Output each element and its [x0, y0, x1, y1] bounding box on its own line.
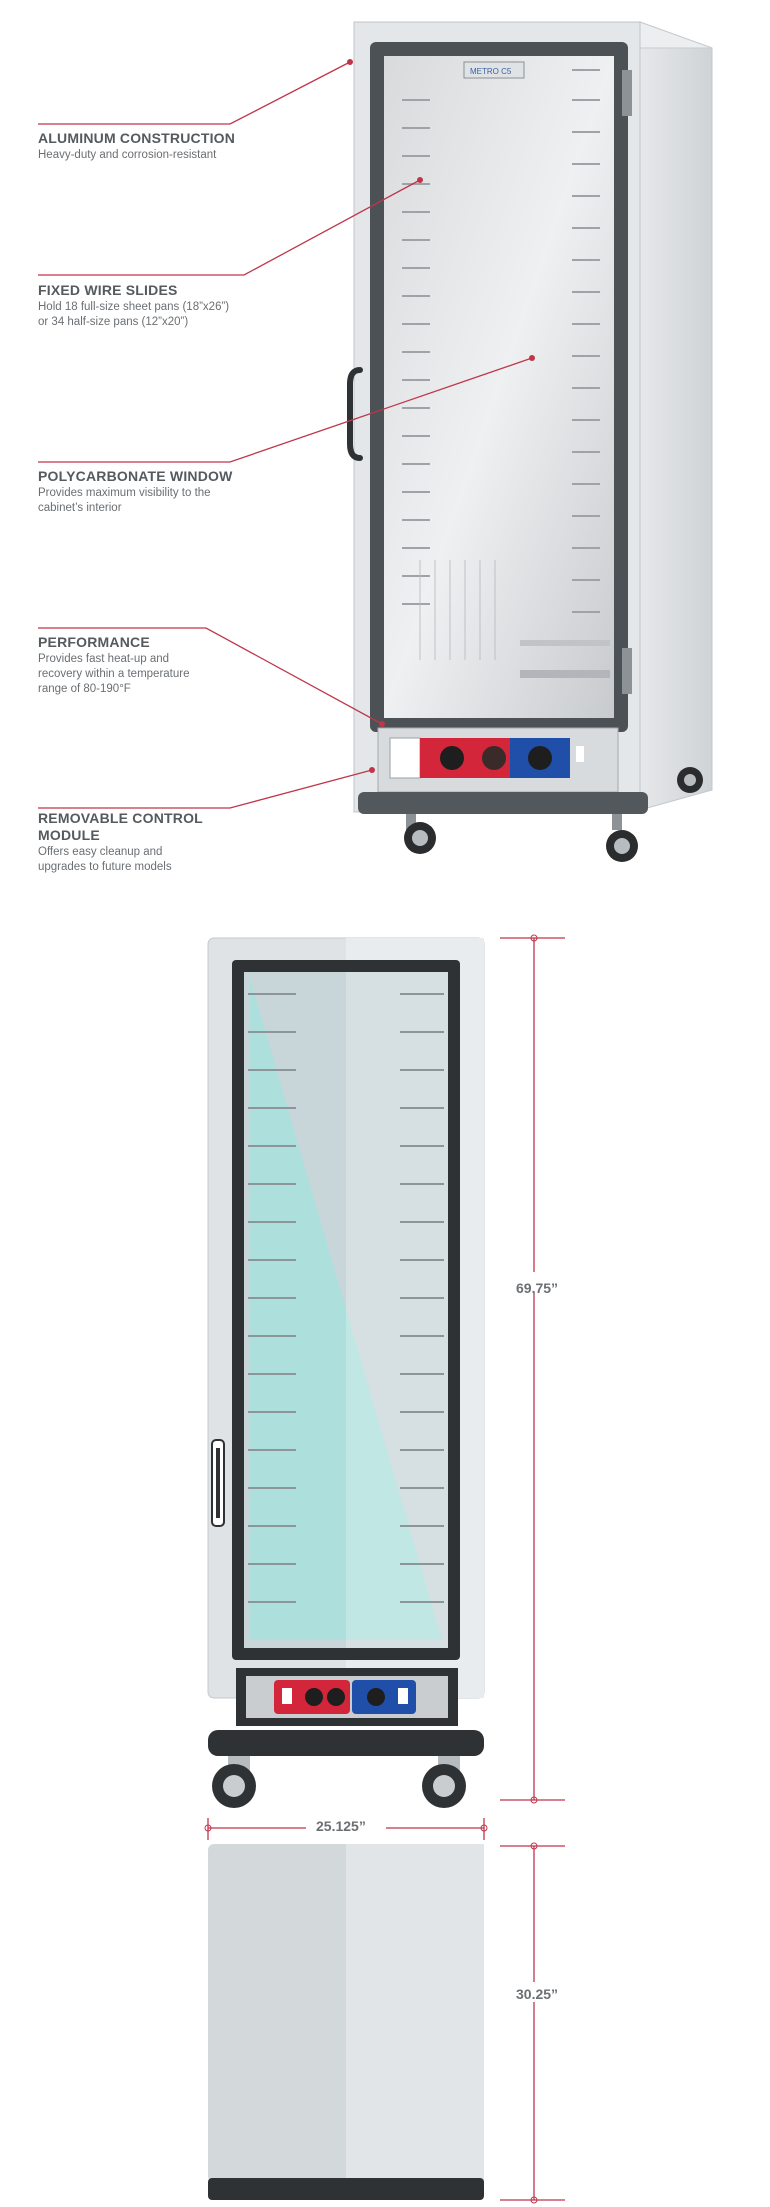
width-dimension-line [207, 1818, 485, 1840]
caster-left [404, 814, 436, 854]
feature-desc: Provides fast heat-up and [38, 653, 170, 665]
callout-dot [379, 721, 385, 727]
feature-title: FIXED WIRE SLIDES [38, 282, 178, 298]
feature-desc: recovery within a temperature [38, 668, 190, 680]
callout-dot [417, 177, 423, 183]
feature-desc: Hold 18 full-size sheet pans (18”x26”) [38, 301, 230, 313]
door-hinge-bottom [622, 648, 632, 694]
feature-desc: cabinet’s interior [38, 502, 122, 514]
callout-dot [529, 355, 535, 361]
depth-dimension-line [500, 1845, 565, 2201]
feature-removable-control-module: REMOVABLE CONTROL MODULE Offers easy cle… [38, 810, 278, 875]
callout-lines [38, 61, 533, 809]
caster-right [606, 814, 638, 862]
callout-dot [369, 767, 375, 773]
height-dimension-line [500, 937, 565, 1801]
caster-rear [677, 767, 703, 793]
feature-desc: or 34 half-size pans (12”x20”) [38, 316, 189, 328]
feature-desc: Provides maximum visibility to the [38, 487, 211, 499]
front-base-bumper [208, 1730, 484, 1756]
front-view-drawing [204, 934, 565, 1840]
side-base [208, 2178, 484, 2200]
feature-performance: PERFORMANCE Provides fast heat-up and re… [38, 634, 278, 697]
door-hinge-top [622, 70, 632, 116]
feature-fixed-wire-slides: FIXED WIRE SLIDES Hold 18 full-size shee… [38, 282, 278, 330]
svg-text:METRO C5: METRO C5 [470, 67, 512, 76]
callout-dot [347, 59, 353, 65]
cabinet-side-panel [639, 21, 713, 811]
feature-title: REMOVABLE CONTROL [38, 810, 203, 826]
sheet-pan [520, 670, 610, 678]
depth-dimension-label: 30.25” [516, 1986, 559, 2002]
feature-aluminum-construction: ALUMINUM CONSTRUCTION Heavy-duty and cor… [38, 130, 278, 163]
door-handle [347, 367, 363, 461]
wire-slides [402, 69, 600, 645]
feature-desc: Offers easy cleanup and [38, 846, 163, 858]
width-dimension-label: 25.125” [316, 1818, 366, 1834]
feature-polycarbonate-window: POLYCARBONATE WINDOW Provides maximum vi… [38, 468, 278, 516]
base-bumper [358, 792, 648, 814]
cabinet-photo-illustration: METRO C5 [38, 21, 713, 862]
feature-title: ALUMINUM CONSTRUCTION [38, 130, 236, 146]
feature-title: PERFORMANCE [38, 634, 150, 650]
feature-title: POLYCARBONATE WINDOW [38, 468, 233, 484]
feature-desc: upgrades to future models [38, 861, 172, 873]
feature-title: MODULE [38, 827, 100, 843]
feature-desc: Heavy-duty and corrosion-resistant [38, 149, 217, 161]
side-view-drawing [208, 1842, 565, 2204]
feature-desc: range of 80-190°F [38, 683, 131, 695]
height-dimension-label: 69.75” [516, 1280, 559, 1296]
